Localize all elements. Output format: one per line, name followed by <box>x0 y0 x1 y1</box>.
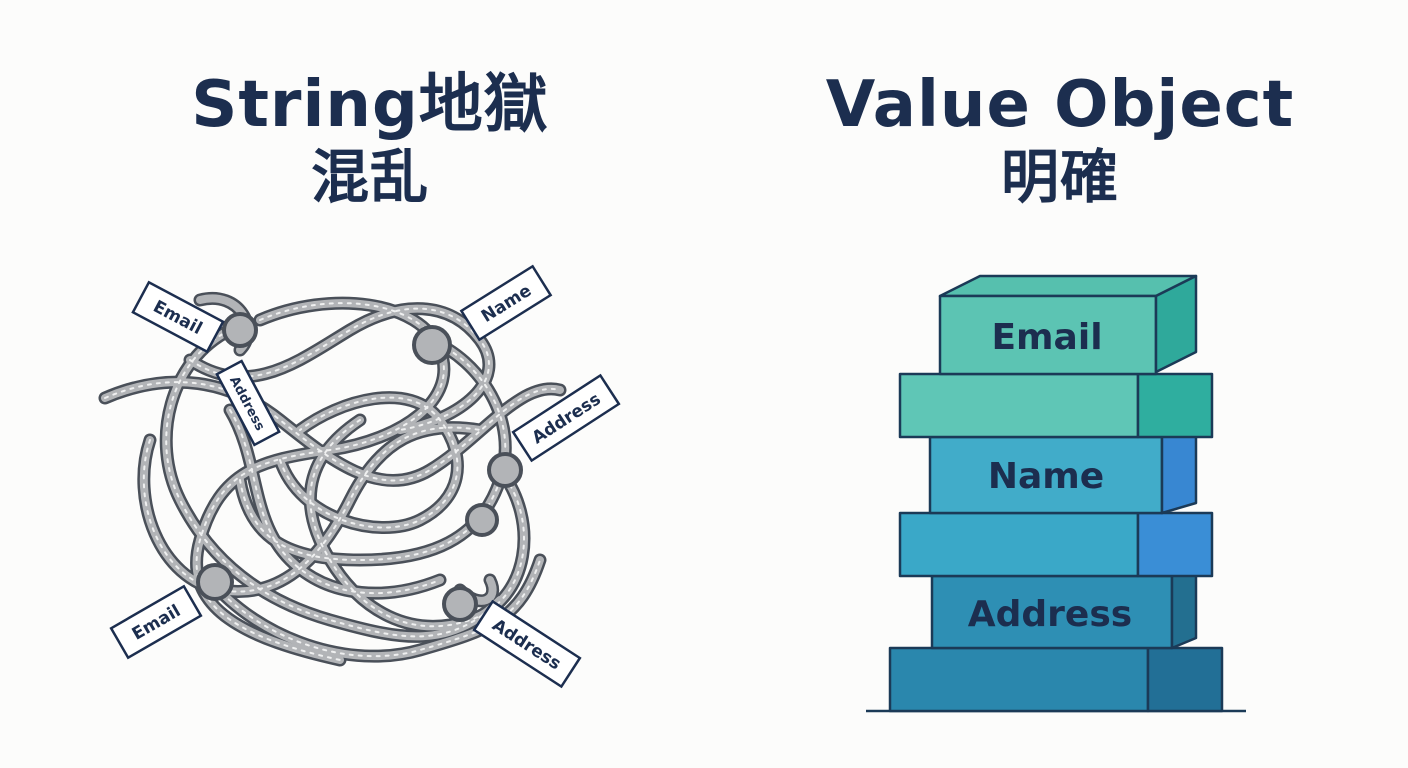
left-title: String地獄 混乱 <box>100 68 640 212</box>
right-title-line2: 明確 <box>1000 143 1119 212</box>
slab-middle-upper <box>898 372 1214 439</box>
tag-address-bottom: Address <box>472 599 582 689</box>
slab-bottom <box>888 646 1224 713</box>
block-email: Email <box>938 274 1198 376</box>
left-title-line2: 混乱 <box>310 143 429 212</box>
tag-email-top: Email <box>131 280 225 354</box>
block-address: Address <box>930 564 1198 650</box>
tag-email-bottom: Email <box>109 584 203 660</box>
right-title: Value Object 明確 <box>790 68 1330 212</box>
block-address-label: Address <box>968 594 1132 635</box>
block-name-label: Name <box>988 456 1104 497</box>
tag-address-right: Address <box>511 373 621 463</box>
rope-tangle <box>98 291 567 667</box>
left-title-line1: String地獄 <box>191 68 549 142</box>
slab-middle-lower <box>898 511 1214 578</box>
block-email-label: Email <box>991 317 1102 358</box>
tag-name-top: Name <box>459 264 553 342</box>
tag-address-inner: Address <box>215 359 281 447</box>
right-title-line1: Value Object <box>825 68 1295 142</box>
block-stack: Address Name Em <box>866 274 1246 713</box>
block-name: Name <box>928 425 1198 515</box>
